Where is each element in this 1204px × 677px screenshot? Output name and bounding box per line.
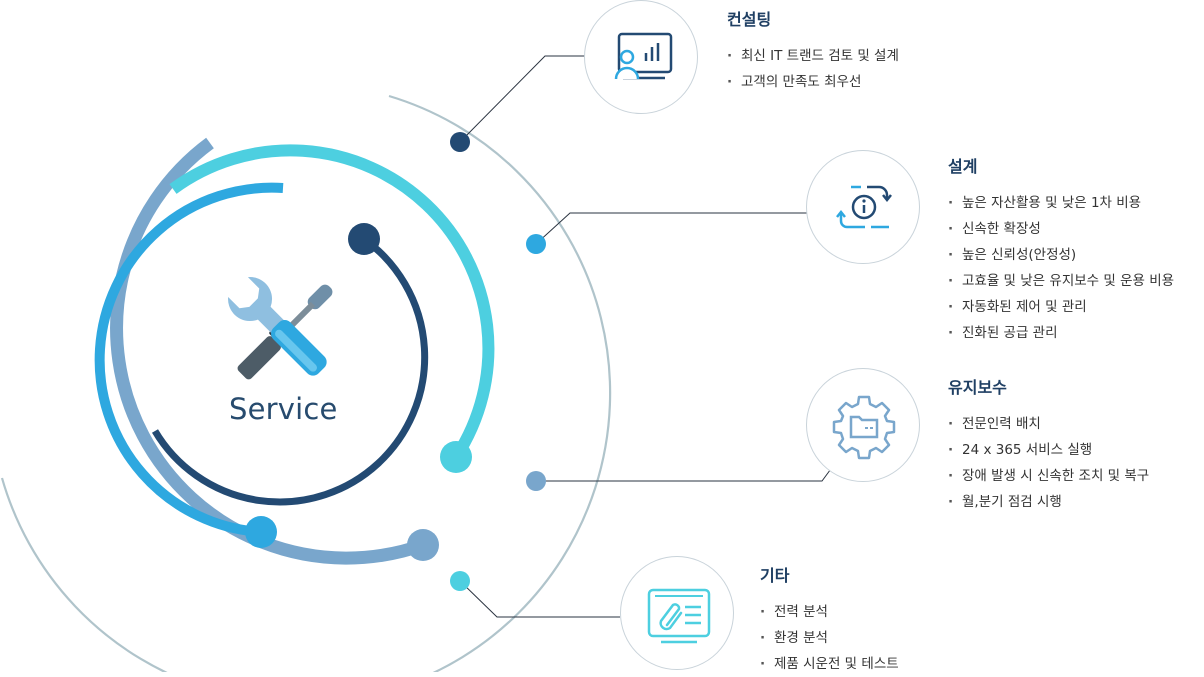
presentation-analytics-icon — [614, 32, 673, 80]
list-item: 환경 분석 — [760, 625, 899, 651]
service-maintenance: 유지보수 전문인력 배치 24 x 365 서비스 실행 장애 발생 시 신속한… — [948, 374, 1149, 515]
list-item: 24 x 365 서비스 실행 — [948, 437, 1149, 463]
list-item: 신속한 확장성 — [948, 216, 1174, 242]
list-item: 월,분기 점검 시행 — [948, 489, 1149, 515]
consulting-icon-circle — [584, 0, 698, 114]
cyan-ring — [169, 144, 495, 461]
list-item: 고효율 및 낮은 유지보수 및 운용 비용 — [948, 268, 1174, 294]
attachment-document-icon — [647, 588, 711, 644]
connector-design — [535, 212, 808, 245]
navy-ring-end-dot — [348, 223, 380, 255]
service-title: 기타 — [760, 566, 790, 585]
node-etc — [450, 571, 470, 591]
node-consulting — [450, 132, 470, 152]
list-item: 최신 IT 트랜드 검토 및 설계 — [727, 43, 899, 69]
service-title: 컨설팅 — [727, 10, 772, 29]
list-item: 장애 발생 시 신속한 조치 및 복구 — [948, 463, 1149, 489]
cyan-ring-end-dot — [440, 441, 472, 473]
list-item: 높은 자산활용 및 낮은 1차 비용 — [948, 190, 1174, 216]
tools-icon — [228, 277, 333, 380]
list-item: 자동화된 제어 및 관리 — [948, 294, 1174, 320]
service-title: 설계 — [948, 157, 978, 176]
node-design — [526, 234, 546, 254]
etc-icon-circle — [620, 556, 734, 670]
connector-maintenance — [536, 461, 837, 482]
list-item: 전력 분석 — [760, 599, 899, 625]
maintenance-icon-circle — [806, 368, 920, 482]
service-etc: 기타 전력 분석 환경 분석 제품 시운전 및 테스트 — [760, 562, 899, 677]
blue-ring — [94, 182, 284, 537]
blue-ring-end-dot — [245, 516, 277, 548]
info-cycle-icon — [836, 185, 892, 229]
list-item: 고객의 만족도 최우선 — [727, 69, 899, 95]
list-item: 높은 신뢰성(안정성) — [948, 242, 1174, 268]
steel-ring — [110, 137, 426, 565]
list-item: 진화된 공급 관리 — [948, 320, 1174, 346]
service-items: 전력 분석 환경 분석 제품 시운전 및 테스트 — [760, 599, 899, 677]
center-label: Service — [229, 392, 338, 426]
list-item: 제품 시운전 및 테스트 — [760, 651, 899, 677]
list-item: 전문인력 배치 — [948, 411, 1149, 437]
service-consulting: 컨설팅 최신 IT 트랜드 검토 및 설계 고객의 만족도 최우선 — [727, 6, 899, 95]
outer-grey-ring — [0, 94, 612, 672]
node-maintenance — [526, 471, 546, 491]
connector-consulting — [459, 55, 585, 143]
connector-etc — [459, 580, 620, 618]
design-icon-circle — [806, 150, 920, 264]
service-title: 유지보수 — [948, 378, 1007, 397]
service-items: 높은 자산활용 및 낮은 1차 비용 신속한 확장성 높은 신뢰성(안정성) 고… — [948, 190, 1174, 346]
service-items: 전문인력 배치 24 x 365 서비스 실행 장애 발생 시 신속한 조치 및… — [948, 411, 1149, 515]
navy-ring — [151, 236, 429, 506]
gear-folder-icon — [832, 395, 896, 460]
steel-ring-end-dot — [407, 529, 439, 561]
service-design: 설계 높은 자산활용 및 낮은 1차 비용 신속한 확장성 높은 신뢰성(안정성… — [948, 153, 1174, 346]
service-items: 최신 IT 트랜드 검토 및 설계 고객의 만족도 최우선 — [727, 43, 899, 95]
